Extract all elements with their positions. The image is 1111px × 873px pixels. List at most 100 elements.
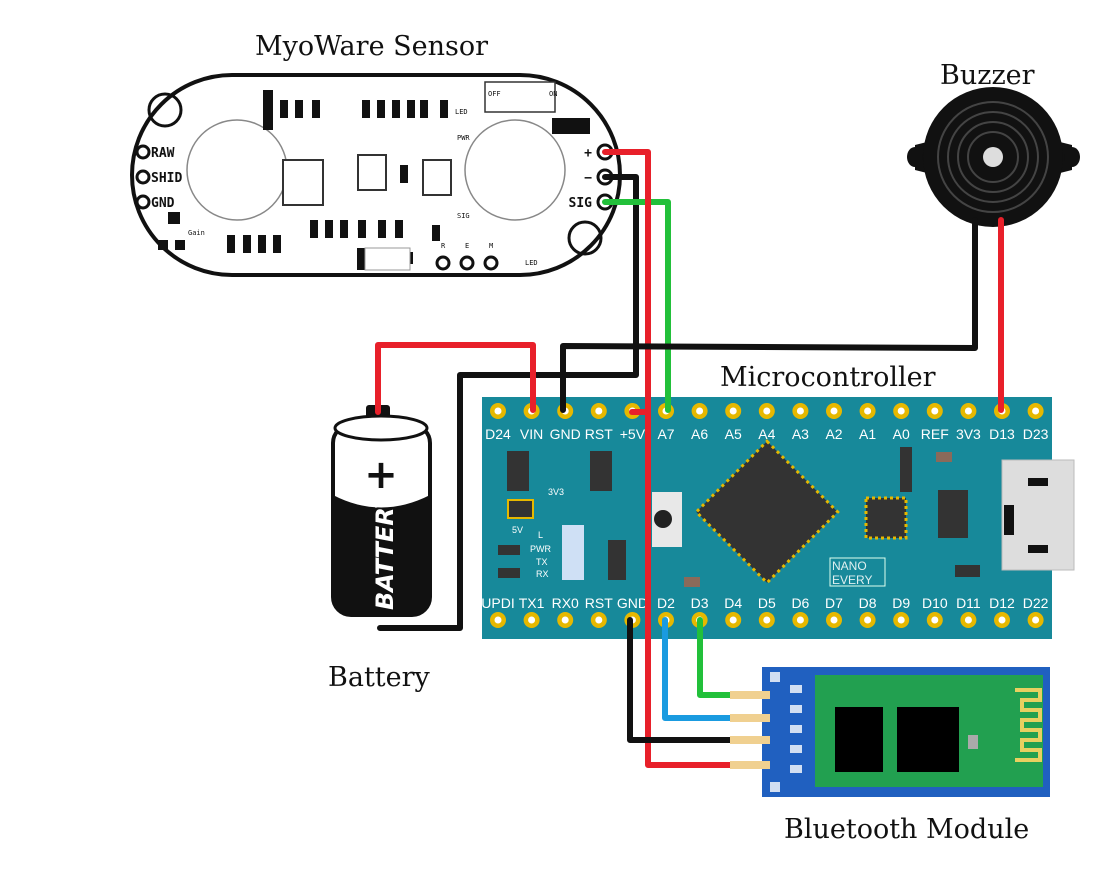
wire-myoware-plus-to-bt-vcc <box>602 149 733 768</box>
top-pin-label: D13 <box>989 426 1015 442</box>
wire-myoware-sig-to-a7 <box>602 199 671 413</box>
top-pin-label: VIN <box>520 426 543 442</box>
wire-d3-to-bt <box>697 617 733 698</box>
led2-label: LED <box>525 259 538 267</box>
bottom-pin-hole <box>864 616 872 624</box>
silk-l: L <box>538 530 543 540</box>
bottom-pin-label: D4 <box>724 595 742 611</box>
bluetooth-module <box>762 667 1050 797</box>
bottom-pin-hole <box>1032 616 1040 624</box>
top-pin-label: A7 <box>657 426 674 442</box>
bottom-pin-hole <box>998 616 1006 624</box>
bottom-pin-label: TX1 <box>519 595 545 611</box>
silk-rx: RX <box>536 569 549 579</box>
myoware-electrode-pin <box>435 255 451 271</box>
bottom-pin-label: GND <box>617 595 648 611</box>
myoware-electrode-label: R <box>441 242 446 250</box>
myoware-left-pin <box>135 169 151 185</box>
bluetooth-label: Bluetooth Module <box>784 814 1029 845</box>
top-pin-label: A6 <box>691 426 708 442</box>
top-pin-label: REF <box>921 426 949 442</box>
bottom-pin-label: RX0 <box>552 595 579 611</box>
top-pin-label: A4 <box>758 426 775 442</box>
myoware-electrode-label: M <box>489 242 493 250</box>
top-pin-label: D24 <box>485 426 511 442</box>
top-pin-hole <box>696 407 704 415</box>
top-pin-hole <box>796 407 804 415</box>
buzzer-label: Buzzer <box>940 60 1035 91</box>
myoware-left-pin-label: SHID <box>151 171 182 186</box>
bottom-pin-hole <box>561 616 569 624</box>
myoware-left-pin <box>135 194 151 210</box>
battery-plus: + <box>364 452 398 498</box>
top-pin-hole <box>729 407 737 415</box>
bottom-pin-hole <box>931 616 939 624</box>
bottom-pin-label: RST <box>585 595 613 611</box>
bottom-pin-label: D7 <box>825 595 843 611</box>
top-pin-hole <box>964 407 972 415</box>
silk-every: EVERY <box>832 573 872 587</box>
top-pin-label: A1 <box>859 426 876 442</box>
wire-gnd-to-bt <box>627 617 733 743</box>
bottom-pin-label: D12 <box>989 595 1015 611</box>
bottom-pin-label: D10 <box>922 595 948 611</box>
top-pin-hole <box>595 407 603 415</box>
myoware-electrode-pin <box>483 255 499 271</box>
microcontroller-label: Microcontroller <box>720 362 936 393</box>
myoware-right-pin-label: SIG <box>569 196 593 211</box>
myoware-electrode-pin <box>459 255 475 271</box>
silk-3v3: 3V3 <box>548 487 564 497</box>
bottom-pin-label: D5 <box>758 595 776 611</box>
bottom-pin-label: D3 <box>691 595 709 611</box>
wire-d2-to-bt <box>662 617 733 721</box>
wires <box>375 149 1004 769</box>
sig-silk-label: SIG <box>457 212 470 220</box>
bottom-pin-hole <box>830 616 838 624</box>
bottom-pin-hole <box>528 616 536 624</box>
bottom-pin-hole <box>595 616 603 624</box>
top-pin-label: 3V3 <box>956 426 981 442</box>
switch-off-label: OFF <box>488 90 501 98</box>
top-pin-hole <box>931 407 939 415</box>
top-pin-label: A3 <box>792 426 809 442</box>
bottom-pin-label: D22 <box>1023 595 1049 611</box>
bottom-pin-hole <box>964 616 972 624</box>
battery: + BATTERY <box>331 405 432 617</box>
top-pin-label: A2 <box>825 426 842 442</box>
switch-on-label: ON <box>549 90 557 98</box>
bottom-pin-label: D9 <box>892 595 910 611</box>
silk-nano: NANO <box>832 559 867 573</box>
gain-label: Gain <box>188 229 205 237</box>
battery-text: BATTERY <box>371 489 399 610</box>
myoware-label: MyoWare Sensor <box>255 31 488 62</box>
bottom-pin-hole <box>729 616 737 624</box>
wire-myoware-minus-to-battery <box>377 174 639 631</box>
top-pin-hole <box>1032 407 1040 415</box>
pwr-label: PWR <box>457 134 470 142</box>
top-pin-hole <box>763 407 771 415</box>
myoware-electrode-label: E <box>465 242 469 250</box>
wire-gnd-to-buzzer <box>560 217 978 413</box>
myoware-right-pin-label: + <box>584 146 592 161</box>
bottom-pin-label: D6 <box>791 595 809 611</box>
bottom-pin-hole <box>796 616 804 624</box>
wire-battery-plus-to-vin <box>375 342 536 415</box>
led-label: LED <box>455 108 468 116</box>
bottom-pin-label: D2 <box>657 595 675 611</box>
bottom-pin-hole <box>763 616 771 624</box>
myoware-left-pin-label: RAW <box>151 146 175 161</box>
top-pin-hole <box>494 407 502 415</box>
bottom-pin-hole <box>897 616 905 624</box>
top-pin-label: RST <box>585 426 613 442</box>
silk-5v: 5V <box>512 525 523 535</box>
buzzer <box>907 87 1080 227</box>
silk-pwr: PWR <box>530 544 551 554</box>
bottom-pin-label: D8 <box>859 595 877 611</box>
bottom-pin-label: D11 <box>956 595 981 611</box>
silk-tx: TX <box>536 557 548 567</box>
top-pin-hole <box>830 407 838 415</box>
